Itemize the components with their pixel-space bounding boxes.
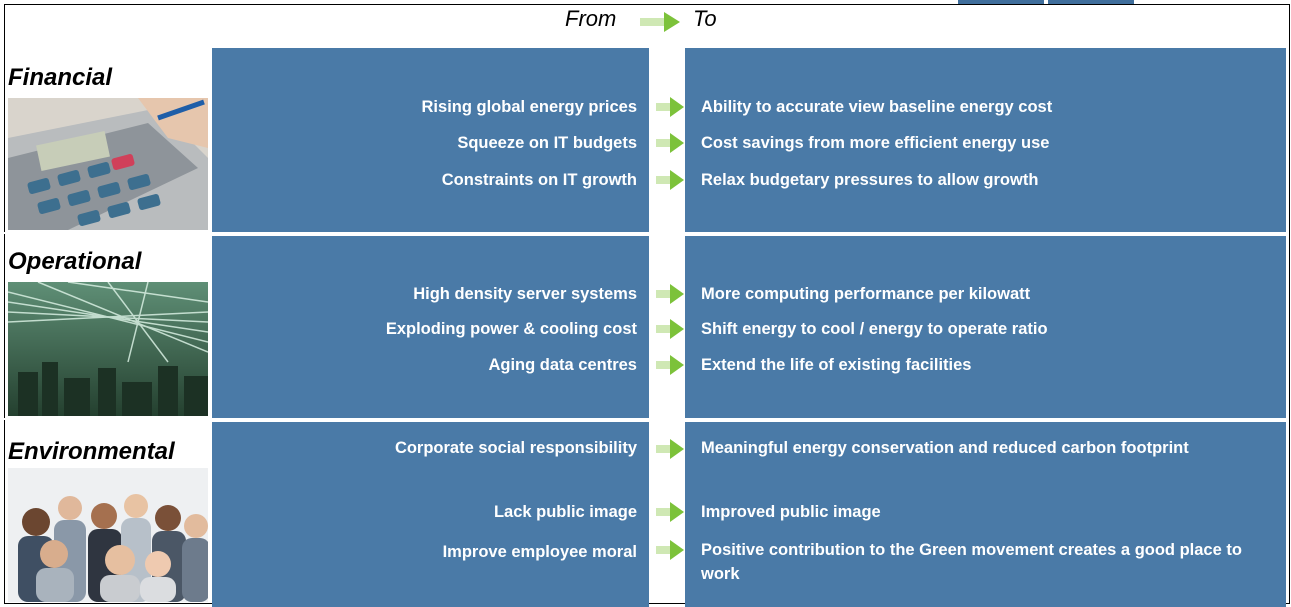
header-arrow-icon: [640, 12, 680, 32]
to-item: Relax budgetary pressures to allow growt…: [701, 171, 1039, 189]
arrow-icon: [656, 319, 684, 339]
to-item: Positive contribution to the Green movem…: [701, 541, 1242, 583]
top-decoration: [958, 0, 1044, 4]
arrow-icon: [656, 284, 684, 304]
category-label-environmental: Environmental: [8, 438, 175, 465]
arrow-icon: [656, 170, 684, 190]
top-decoration: [1048, 0, 1134, 4]
to-item: Extend the life of existing facilities: [701, 356, 972, 374]
to-item: Shift energy to cool / energy to operate…: [701, 320, 1048, 338]
to-item: More computing performance per kilowatt: [701, 285, 1031, 303]
from-item: Constraints on IT growth: [441, 171, 637, 189]
arrow-icon: [656, 355, 684, 375]
from-item: Improve employee moral: [442, 543, 637, 561]
to-item: Improved public image: [701, 503, 881, 521]
arrow-icon: [656, 502, 684, 522]
from-panel-environmental: [212, 422, 649, 607]
to-item: Meaningful energy conservation and reduc…: [701, 439, 1189, 457]
to-panel-financial: [685, 48, 1286, 232]
from-item: Squeeze on IT budgets: [457, 134, 637, 152]
from-item: Rising global energy prices: [421, 98, 637, 116]
arrow-icon: [656, 97, 684, 117]
row-divider: [4, 418, 210, 420]
from-item: Aging data centres: [488, 356, 637, 374]
calculator-photo: [8, 98, 208, 230]
to-panel-operational: [685, 236, 1286, 418]
from-item: High density server systems: [413, 285, 637, 303]
arrow-icon: [656, 439, 684, 459]
header-to: To: [693, 6, 717, 31]
category-label-financial: Financial: [8, 64, 113, 91]
from-item: Exploding power & cooling cost: [385, 320, 637, 338]
to-panel-environmental: [685, 422, 1286, 607]
header-from: From: [565, 6, 617, 31]
people-group-photo: [8, 468, 208, 602]
from-panel-financial: [212, 48, 649, 232]
from-panel-operational: [212, 236, 649, 418]
row-divider: [4, 232, 210, 234]
arrow-icon: [656, 540, 684, 560]
data-centre-photo: [8, 282, 208, 416]
from-item: Lack public image: [493, 503, 637, 521]
category-label-operational: Operational: [8, 248, 142, 275]
to-item: Cost savings from more efficient energy …: [701, 134, 1050, 152]
from-item: Corporate social responsibility: [394, 439, 637, 457]
to-item: Ability to accurate view baseline energy…: [701, 98, 1053, 116]
arrow-icon: [656, 133, 684, 153]
